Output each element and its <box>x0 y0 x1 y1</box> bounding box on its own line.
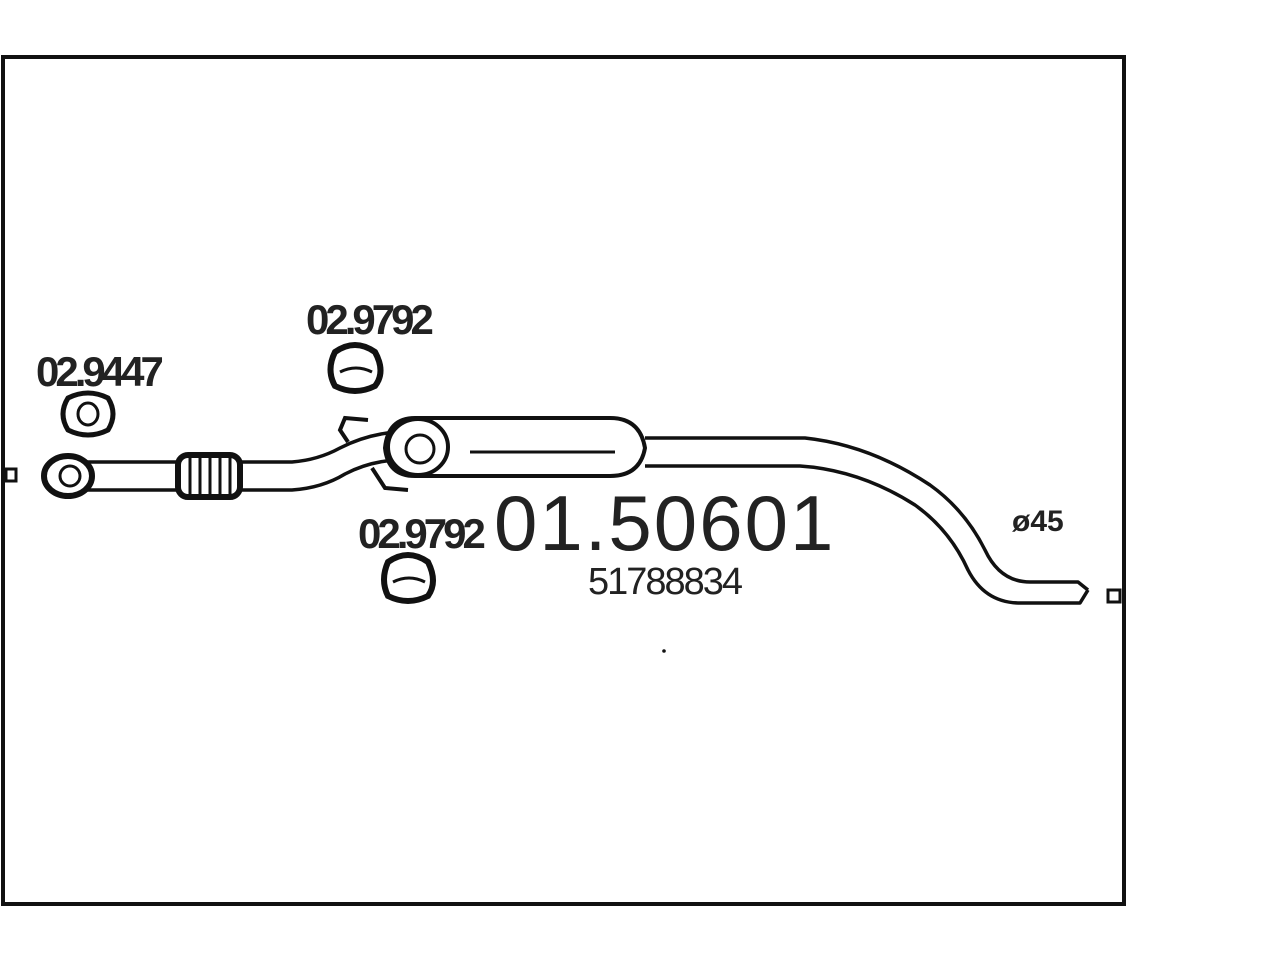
clamp-icon <box>327 342 384 394</box>
stray-dot <box>662 649 666 653</box>
tail-pipe <box>645 436 1090 605</box>
clamp-code-label-bottom: 02.9792 <box>358 510 484 557</box>
front-flange <box>41 453 95 499</box>
right-end-marker <box>1106 588 1122 604</box>
left-end-marker <box>4 467 18 483</box>
muffler <box>382 416 648 478</box>
diagram-frame <box>1 55 1126 906</box>
flex-pipe <box>175 452 243 500</box>
inlet-clamp <box>337 415 409 492</box>
clamp-code-label-top: 02.9792 <box>306 296 432 343</box>
gasket-code-label: 02.9447 <box>36 348 162 395</box>
part-number: 01.50601 <box>494 479 835 567</box>
diameter-label: ø45 <box>1012 505 1064 538</box>
gasket-icon <box>60 390 116 438</box>
clamp-icon <box>381 552 436 604</box>
oe-number: 51788834 <box>588 561 743 603</box>
